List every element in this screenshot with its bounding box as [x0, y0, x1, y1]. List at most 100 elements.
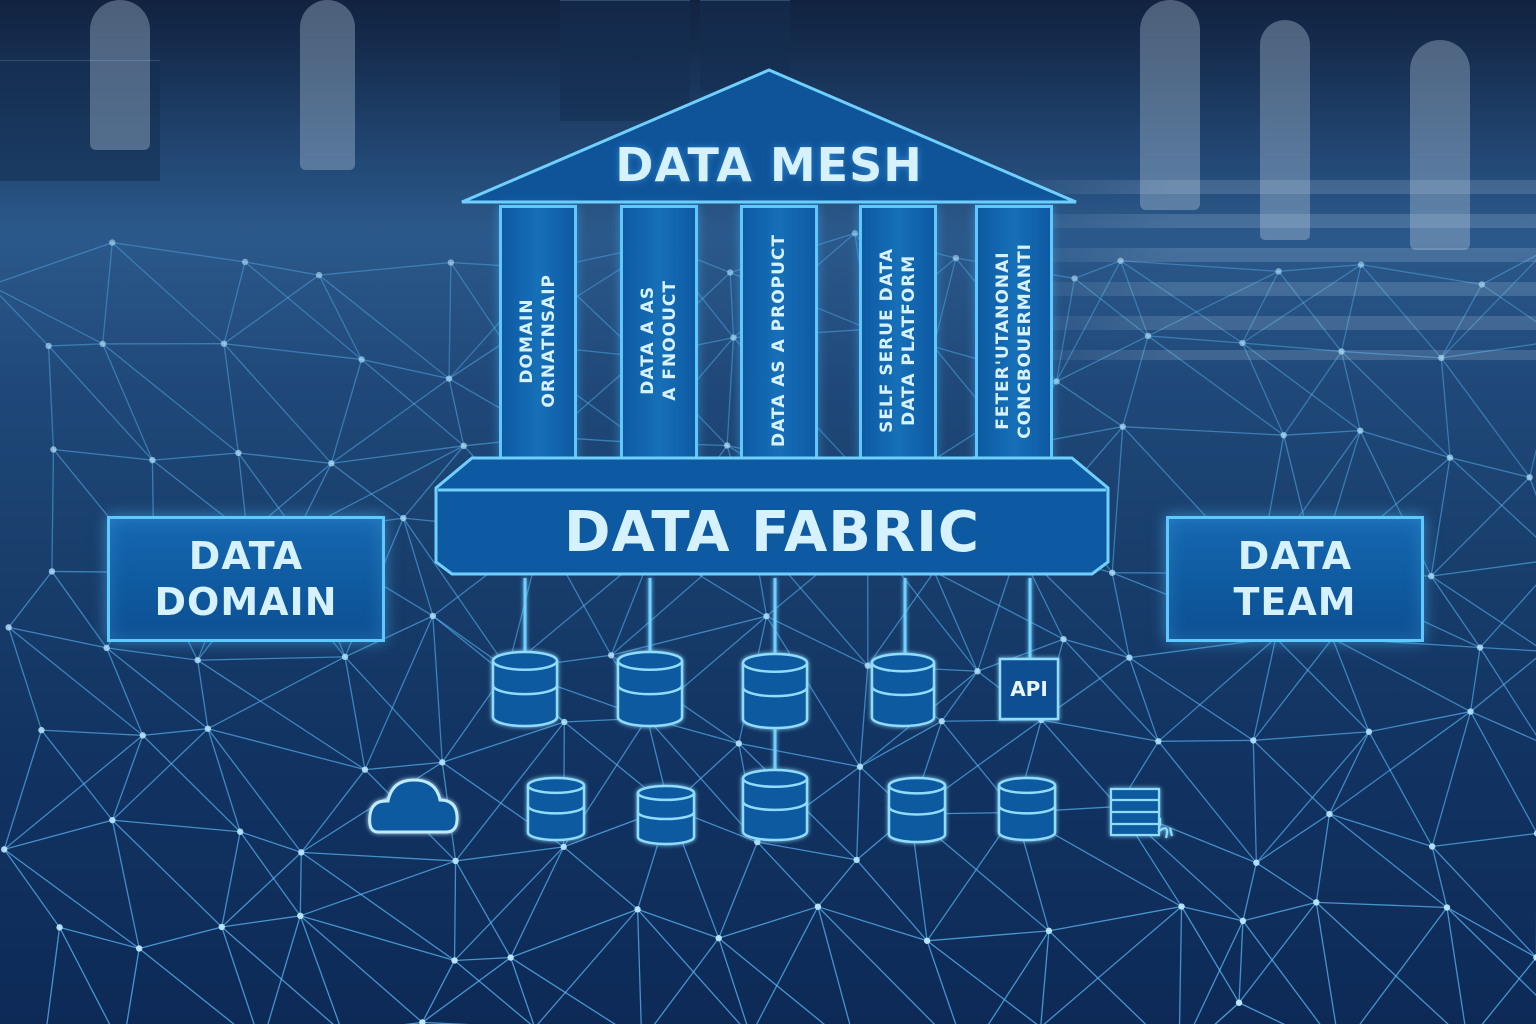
mesh-link — [1242, 920, 1321, 1024]
mesh-node — [665, 804, 673, 811]
mesh-node — [560, 843, 567, 851]
mesh-link — [933, 571, 979, 672]
mesh-link — [729, 272, 735, 338]
mesh-link — [610, 615, 767, 656]
mesh-link — [1341, 350, 1451, 459]
mesh-node — [726, 269, 734, 276]
mesh-node — [45, 342, 52, 350]
mesh-node — [1119, 423, 1126, 430]
mesh-link — [1122, 335, 1149, 427]
data-domain-line1: DATA — [188, 534, 304, 578]
mesh-link — [1440, 357, 1451, 458]
mesh-link — [1278, 270, 1343, 352]
mesh-link — [448, 262, 452, 379]
mesh-link — [48, 345, 153, 461]
mesh-link — [1040, 930, 1050, 1024]
mesh-link — [432, 615, 443, 763]
mesh-link — [1469, 711, 1536, 833]
mesh-node — [1053, 378, 1060, 385]
mesh-node — [504, 665, 511, 673]
mesh-link — [3, 848, 140, 949]
mesh-link — [448, 341, 505, 380]
mesh-link — [1283, 351, 1343, 436]
mesh-node — [1526, 474, 1533, 481]
mesh-link — [637, 908, 741, 1024]
mesh-link — [507, 654, 612, 670]
mesh-link — [941, 720, 1017, 813]
mesh-node — [1427, 572, 1435, 580]
mesh-link — [1328, 731, 1370, 815]
mesh-node — [1239, 917, 1247, 925]
mesh-link — [1014, 719, 1042, 813]
mesh-link — [1479, 647, 1536, 737]
mesh-link — [1015, 811, 1182, 908]
mesh-link — [1252, 740, 1258, 863]
mesh-link — [361, 358, 465, 447]
mesh-link — [51, 449, 55, 572]
mesh-link — [1242, 862, 1257, 922]
mesh-node — [864, 662, 872, 669]
mesh-link — [3, 729, 43, 850]
mesh-link — [138, 926, 222, 950]
mesh-link — [1255, 731, 1370, 864]
mesh-link — [111, 728, 209, 821]
mesh-link — [223, 343, 240, 454]
mesh-node — [1365, 728, 1373, 735]
mesh-node — [328, 460, 335, 467]
mesh-link — [1158, 739, 1254, 742]
mesh-link — [563, 721, 565, 847]
mesh-link — [1529, 477, 1536, 497]
mesh-link — [1255, 813, 1330, 864]
mesh-node — [109, 816, 116, 824]
mesh-node — [561, 718, 568, 726]
mesh-link — [636, 909, 642, 1024]
mesh-node — [1109, 569, 1116, 576]
mesh-link — [817, 906, 936, 1024]
mesh-link — [926, 812, 1017, 942]
mesh-link — [926, 940, 1038, 1024]
mesh-link — [668, 807, 720, 939]
mesh-link — [453, 860, 457, 961]
mesh-link — [330, 359, 363, 464]
mesh-node — [48, 568, 56, 575]
mesh-link — [102, 343, 239, 454]
mesh-link — [223, 274, 320, 345]
mesh-node — [634, 906, 641, 913]
mesh-link — [106, 647, 144, 736]
pillar-label: DOMAIN ORNATNSAIP — [517, 273, 559, 408]
mesh-node — [204, 725, 212, 732]
mesh-link — [300, 769, 366, 853]
mesh-node — [447, 259, 455, 266]
mesh-link — [563, 846, 639, 910]
mesh-link — [300, 860, 456, 917]
mesh-link — [0, 242, 113, 283]
mesh-link — [1360, 430, 1451, 459]
mesh-link — [1238, 1002, 1286, 1024]
mesh-link — [1043, 906, 1182, 1024]
mesh-node — [1144, 332, 1152, 340]
mesh-link — [1253, 731, 1370, 742]
mesh-link — [102, 242, 113, 344]
mesh-link — [53, 448, 153, 461]
mesh-link — [1128, 657, 1159, 742]
mesh-link — [1340, 351, 1361, 431]
mesh-link — [421, 960, 456, 1023]
mesh-link — [267, 915, 301, 1024]
mesh-link — [207, 728, 241, 832]
mesh-link — [1040, 719, 1119, 808]
mesh-link — [1241, 342, 1285, 436]
mesh-node — [109, 239, 116, 246]
mesh-link — [106, 647, 198, 661]
mesh-node — [99, 340, 106, 348]
mesh-link — [977, 638, 1064, 672]
mesh-link — [1431, 561, 1536, 577]
mesh-link — [507, 668, 565, 723]
mesh-link — [142, 728, 208, 737]
mesh-link — [450, 262, 505, 343]
mesh-node — [149, 456, 156, 464]
mesh-link — [1252, 637, 1333, 741]
mesh-link — [738, 616, 768, 744]
mesh-link — [1074, 277, 1149, 337]
mesh-link — [1275, 637, 1370, 733]
mesh-link — [402, 517, 509, 670]
